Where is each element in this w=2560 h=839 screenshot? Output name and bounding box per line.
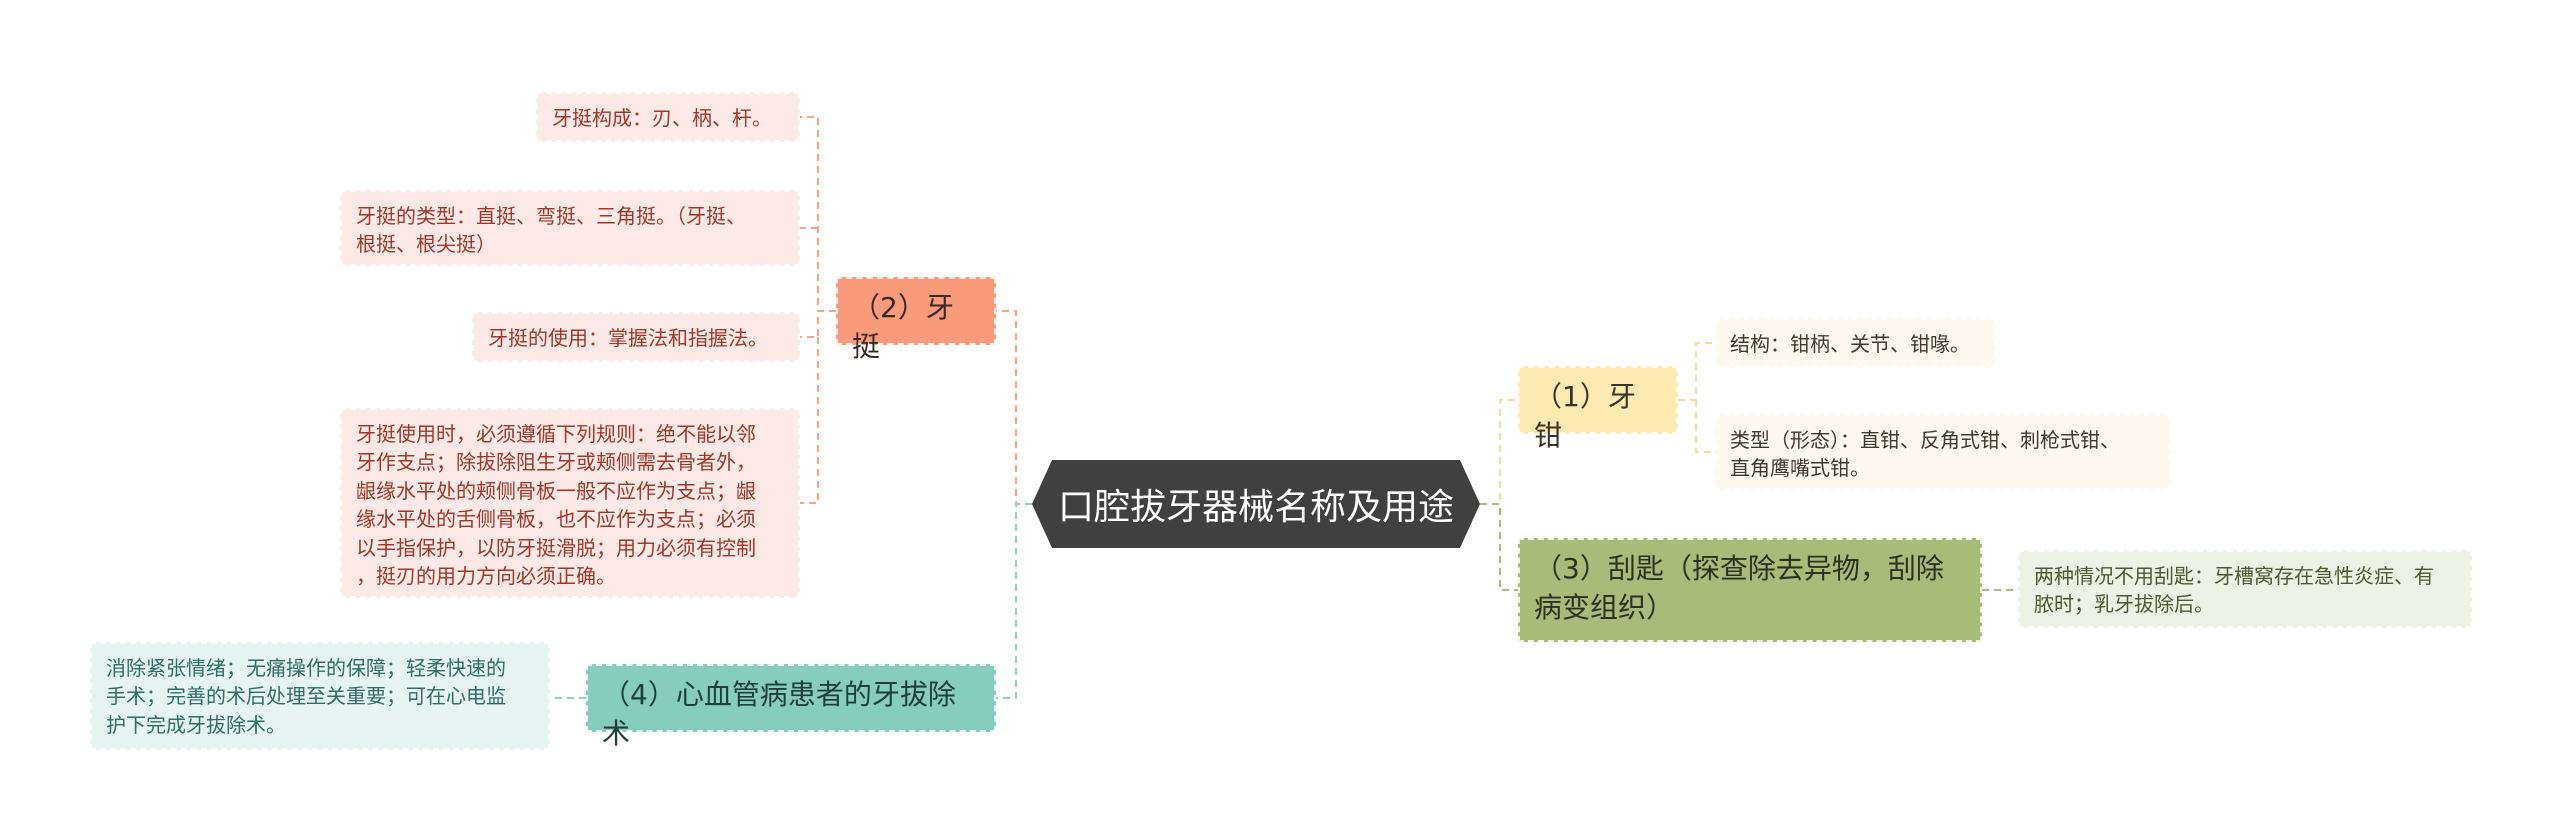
leaf-elevator-rules-line-4: 缘水平处的舌侧骨板，也不应作为支点；必须 — [356, 507, 756, 532]
leaf-elevator-rules-line-3: 龈缘水平处的颊侧骨板一般不应作为支点；龈 — [356, 478, 756, 503]
leaf-elevator-types-line-2: 根挺、根尖挺） — [356, 232, 496, 257]
connector-forceps-structure — [1678, 342, 1714, 401]
leaf-curette-note-line-1: 两种情况不用刮匙：牙槽窝存在急性炎症、有 — [2034, 564, 2434, 588]
leaf-elevator-rules[interactable]: 牙挺使用时，必须遵循下列规则：绝不能以邻 牙作支点；除拔除阻生牙或颊侧需去骨者外… — [340, 408, 800, 598]
leaf-cardiac-notes-line-3: 护下完成牙拔除术。 — [106, 712, 286, 737]
leaf-forceps-structure[interactable]: 结构：钳柄、关节、钳喙。 — [1714, 318, 1996, 368]
branch-curette-label-line-2: 病变组织） — [1534, 590, 1675, 624]
leaf-forceps-types[interactable]: 类型（形态）：直钳、反角式钳、刺枪式钳、 直角鹰嘴式钳。 — [1714, 414, 2170, 490]
branch-cardiac-label: （4）心血管病患者的牙拔除术 — [602, 678, 956, 750]
connector-center-forceps — [1480, 399, 1518, 505]
leaf-elevator-rules-line-5: 以手指保护，以防牙挺滑脱；用力必须有控制 — [356, 535, 756, 560]
leaf-curette-note[interactable]: 两种情况不用刮匙：牙槽窝存在急性炎症、有 脓时；乳牙拔除后。 — [2018, 550, 2472, 628]
leaf-elevator-usage-text: 牙挺的使用：掌握法和指握法。 — [488, 326, 768, 350]
connector-center-cardiac — [996, 503, 1032, 699]
branch-curette[interactable]: （3）刮匙（探查除去异物，刮除 病变组织） — [1518, 538, 1982, 642]
branch-curette-label-line-1: （3）刮匙（探查除去异物，刮除 — [1534, 552, 1944, 585]
connector-elevator-rules — [800, 337, 819, 504]
branch-cardiac[interactable]: （4）心血管病患者的牙拔除术 — [586, 664, 996, 750]
leaf-cardiac-notes-line-2: 手术；完善的术后处理至关重要；可在心电监 — [106, 684, 506, 709]
branch-elevator[interactable]: （2）牙挺 — [836, 277, 996, 363]
connector-elevator-usage — [800, 310, 836, 338]
connector-forceps-types — [1695, 400, 1714, 453]
leaf-forceps-types-line-1: 类型（形态）：直钳、反角式钳、刺枪式钳、 — [1730, 428, 2120, 452]
connector-center-curette — [1480, 503, 1518, 591]
branch-elevator-label: （2）牙挺 — [852, 291, 954, 363]
leaf-elevator-types[interactable]: 牙挺的类型：直挺、弯挺、三角挺。（牙挺、 根挺、根尖挺） — [340, 190, 800, 266]
leaf-cardiac-notes-line-1: 消除紧张情绪；无痛操作的保障；轻柔快速的 — [106, 656, 506, 680]
leaf-elevator-usage[interactable]: 牙挺的使用：掌握法和指握法。 — [472, 312, 800, 362]
leaf-forceps-structure-text: 结构：钳柄、关节、钳喙。 — [1730, 332, 1970, 356]
leaf-elevator-composition[interactable]: 牙挺构成：刃、柄、杆。 — [536, 92, 800, 142]
connector-center-elevator — [996, 310, 1032, 505]
connector-elevator-composition — [800, 116, 836, 312]
leaf-elevator-rules-line-6: ，挺刃的用力方向必须正确。 — [356, 563, 616, 588]
leaf-forceps-types-line-2: 直角鹰嘴式钳。 — [1730, 456, 1870, 481]
branch-forceps[interactable]: （1）牙钳 — [1518, 366, 1678, 452]
leaf-elevator-rules-line-1: 牙挺使用时，必须遵循下列规则：绝不能以邻 — [356, 422, 756, 446]
leaf-cardiac-notes[interactable]: 消除紧张情绪；无痛操作的保障；轻柔快速的 手术；完善的术后处理至关重要；可在心电… — [90, 642, 550, 750]
branch-forceps-label: （1）牙钳 — [1534, 380, 1636, 452]
leaf-curette-note-line-2: 脓时；乳牙拔除后。 — [2034, 592, 2214, 617]
central-topic-label: 口腔拔牙器械名称及用途 — [1057, 487, 1454, 528]
leaf-elevator-rules-line-2: 牙作支点；除拔除阻生牙或颊侧需去骨者外， — [356, 450, 756, 475]
leaf-elevator-types-line-1: 牙挺的类型：直挺、弯挺、三角挺。（牙挺、 — [356, 204, 746, 228]
central-topic[interactable]: 口腔拔牙器械名称及用途 — [1032, 460, 1480, 548]
leaf-elevator-composition-text: 牙挺构成：刃、柄、杆。 — [552, 106, 772, 130]
